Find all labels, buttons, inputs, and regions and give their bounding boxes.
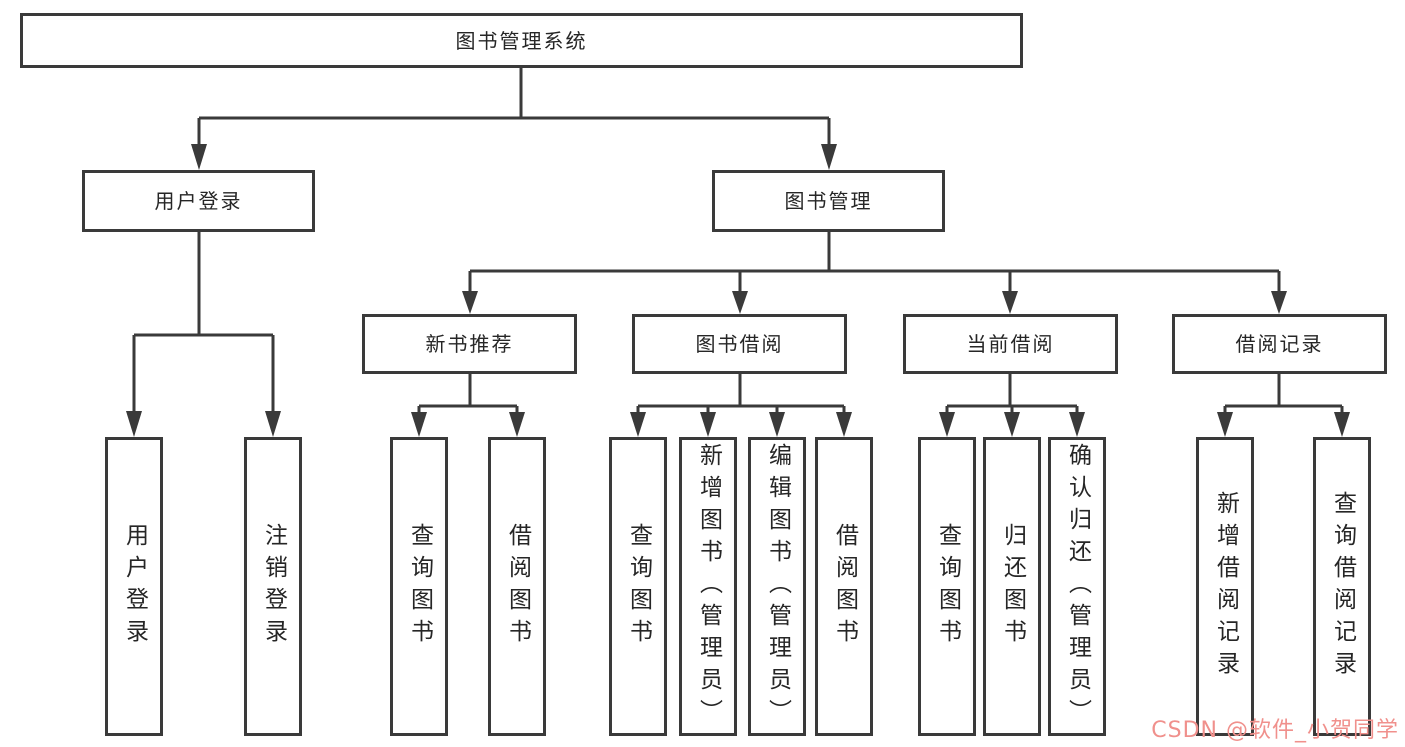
node-current-borrow: 当前借阅 xyxy=(903,314,1118,374)
leaf-confirm-return-admin: 确认归还（管理员） xyxy=(1048,437,1106,736)
leaf-logout: 注销登录 xyxy=(244,437,302,736)
leaf-query-borrow-record: 查询借阅记录 xyxy=(1313,437,1371,736)
node-new-book-recommend: 新书推荐 xyxy=(362,314,577,374)
node-user-login: 用户登录 xyxy=(82,170,315,232)
leaf-user-login: 用户登录 xyxy=(105,437,163,736)
node-system-root: 图书管理系统 xyxy=(20,13,1023,68)
csdn-watermark: CSDN @软件_小贺同学 xyxy=(1151,718,1399,743)
leaf-query-books-1: 查询图书 xyxy=(390,437,448,736)
leaf-add-books-admin: 新增图书（管理员） xyxy=(679,437,737,736)
leaf-borrow-books-1: 借阅图书 xyxy=(488,437,546,736)
node-book-borrow: 图书借阅 xyxy=(632,314,847,374)
leaf-query-books-2: 查询图书 xyxy=(609,437,667,736)
node-book-management: 图书管理 xyxy=(712,170,945,232)
leaf-edit-books-admin: 编辑图书（管理员） xyxy=(748,437,806,736)
leaf-add-borrow-record: 新增借阅记录 xyxy=(1196,437,1254,736)
leaf-return-books: 归还图书 xyxy=(983,437,1041,736)
leaf-query-books-3: 查询图书 xyxy=(918,437,976,736)
leaf-borrow-books-2: 借阅图书 xyxy=(815,437,873,736)
node-borrow-records: 借阅记录 xyxy=(1172,314,1387,374)
